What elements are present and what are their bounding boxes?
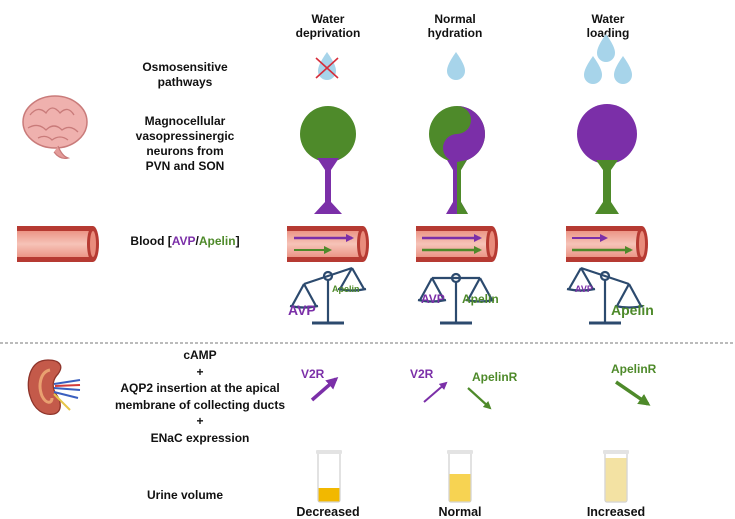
row-label-urine-volume: Urine volume: [146, 488, 224, 502]
blood-avp: AVP: [171, 234, 196, 248]
urine-level-increased: Increased: [586, 505, 646, 519]
blood-vessel-water-loading: [566, 226, 648, 262]
urine-tube-increased: [603, 450, 629, 503]
receptor-v2r-deprivation: V2R: [301, 367, 325, 381]
no-water-icon: [315, 52, 339, 80]
balance-scale-normal-hydration: [417, 272, 495, 325]
urine-tube-decreased: [316, 450, 342, 503]
row-label-osmosensitive: Osmosensitive pathways: [142, 60, 228, 89]
row-label-kidney-effects: cAMP + AQP2 insertion at the apical memb…: [114, 348, 286, 445]
blood-vessel-icon: [17, 226, 99, 262]
row-label-blood: Blood [AVP/Apelin]: [100, 234, 270, 249]
v2r-arrow-normal: [423, 381, 448, 403]
receptor-apelinr-normal: ApelinR: [472, 370, 518, 384]
column-header-water-loading: Water loading: [586, 12, 630, 40]
receptor-apelinr-loading: ApelinR: [611, 362, 657, 376]
receptor-v2r-normal: V2R: [410, 367, 434, 381]
apelinr-arrow-loading: [615, 380, 651, 406]
balance-apelin-normal: Apelin: [462, 292, 499, 306]
balance-avp-normal: AVP: [421, 292, 445, 306]
blood-vessel-water-deprivation: [287, 226, 369, 262]
blood-vessel-normal-hydration: [416, 226, 498, 262]
blood-apelin: Apelin: [198, 234, 236, 248]
urine-level-normal: Normal: [438, 505, 482, 519]
row-label-neurons: Magnocellular vasopressinergic neurons f…: [135, 114, 235, 173]
urine-tube-normal: [447, 450, 473, 503]
balance-scale-water-loading: [566, 266, 644, 325]
neuron-water-loading: [577, 104, 637, 214]
balance-apelin-loading: Apelin: [611, 302, 654, 318]
blood-separator: /: [195, 234, 199, 248]
brain-icon: [22, 95, 88, 159]
water-drops-icon: [584, 34, 632, 84]
neuron-water-deprivation: [300, 106, 356, 214]
neuron-normal-hydration: [429, 106, 485, 214]
kidney-icon: [27, 359, 81, 416]
water-drop-icon: [447, 52, 465, 80]
balance-scale-water-deprivation: [289, 266, 367, 325]
balance-apelin-deprivation: Apelin: [332, 284, 360, 294]
apelinr-arrow-normal: [467, 387, 492, 410]
blood-suffix: ]: [235, 234, 240, 248]
blood-prefix: Blood [: [130, 234, 172, 248]
balance-avp-loading: AVP: [575, 284, 593, 294]
column-header-normal-hydration: Normal hydration: [427, 12, 483, 40]
column-header-water-deprivation: Water deprivation: [295, 12, 361, 40]
balance-avp-deprivation: AVP: [288, 302, 316, 318]
v2r-arrow-deprivation: [310, 377, 339, 402]
urine-level-decreased: Decreased: [296, 505, 360, 519]
